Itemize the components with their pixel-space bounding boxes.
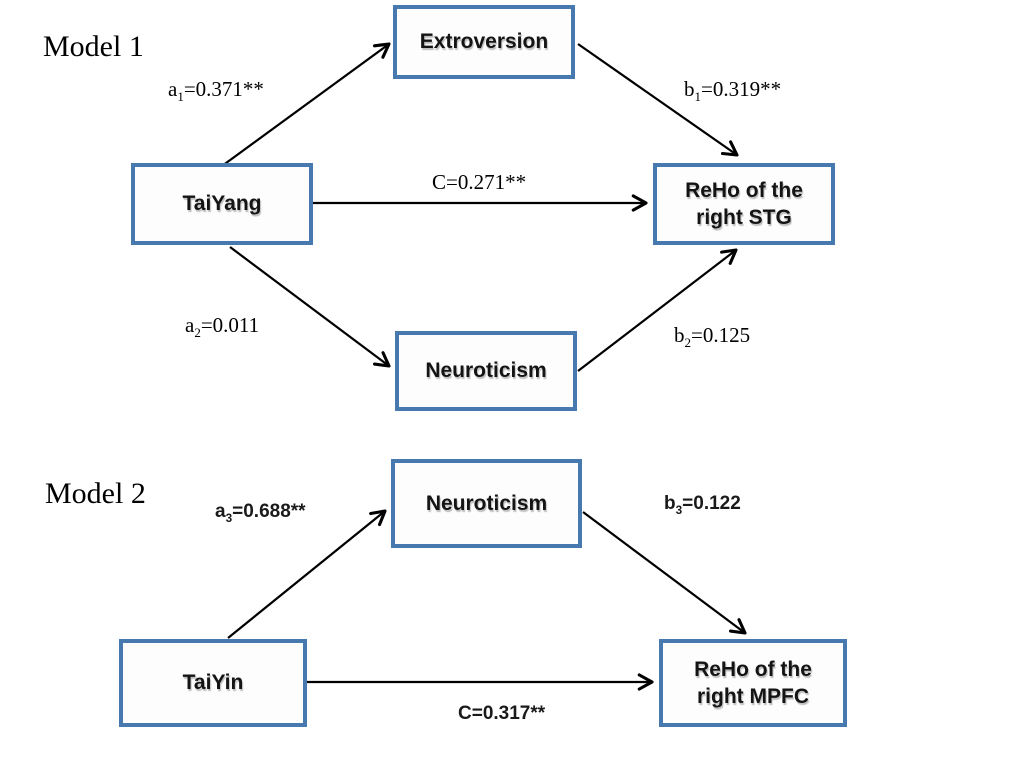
model2-outcome-mpfc-line2: right MPFC — [697, 685, 809, 708]
model2-outcome-mpfc-box: ReHo of the right MPFC — [659, 639, 847, 727]
arrow-b3 — [582, 511, 747, 635]
model2-path-a3-label: a3=0.688** — [215, 501, 306, 525]
model1-path-b1-label: b1=0.319** — [684, 77, 782, 105]
model1-path-b2-label: b2=0.125 — [674, 323, 751, 351]
arrow-b1 — [577, 43, 739, 157]
model1-outcome-stg-line2: right STG — [696, 206, 792, 229]
model2-path-c-label: C=0.317** — [458, 703, 546, 724]
model1-predictor-taiyang-box: TaiYang — [131, 163, 313, 245]
model1-mediator-extroversion-box: Extroversion — [393, 5, 575, 79]
arrow-a1 — [221, 42, 391, 167]
model1-path-a2-label: a2=0.011 — [185, 313, 260, 341]
model2-predictor-taiyin-label: TaiYin — [182, 671, 244, 695]
model1-title: Model 1 — [43, 30, 144, 63]
model1-path-c-label: C=0.271** — [432, 170, 527, 194]
model1-mediator-neuroticism-box: Neuroticism — [395, 331, 577, 411]
model2-mediator-neuroticism-label: Neuroticism — [425, 491, 548, 515]
arrow-a2 — [229, 246, 391, 368]
arrow-b2 — [577, 248, 738, 372]
model2-mediator-neuroticism-box: Neuroticism — [391, 459, 582, 548]
model2-outcome-mpfc-line1: ReHo of the — [694, 657, 812, 681]
model1-mediator-neuroticism-label: Neuroticism — [425, 359, 547, 383]
model1-outcome-stg-line1: ReHo of the — [685, 178, 803, 202]
model1-predictor-taiyang-label: TaiYang — [182, 192, 262, 216]
arrow-a3 — [227, 509, 387, 639]
model1-outcome-stg-box: ReHo of the right STG — [653, 163, 835, 245]
model2-predictor-taiyin-box: TaiYin — [119, 639, 307, 727]
model1-path-a1-label: a1=0.371** — [168, 77, 264, 105]
model2-title: Model 2 — [45, 477, 146, 510]
model1-mediator-extroversion-label: Extroversion — [419, 30, 549, 54]
model2-path-b3-label: b3=0.122 — [664, 493, 741, 517]
